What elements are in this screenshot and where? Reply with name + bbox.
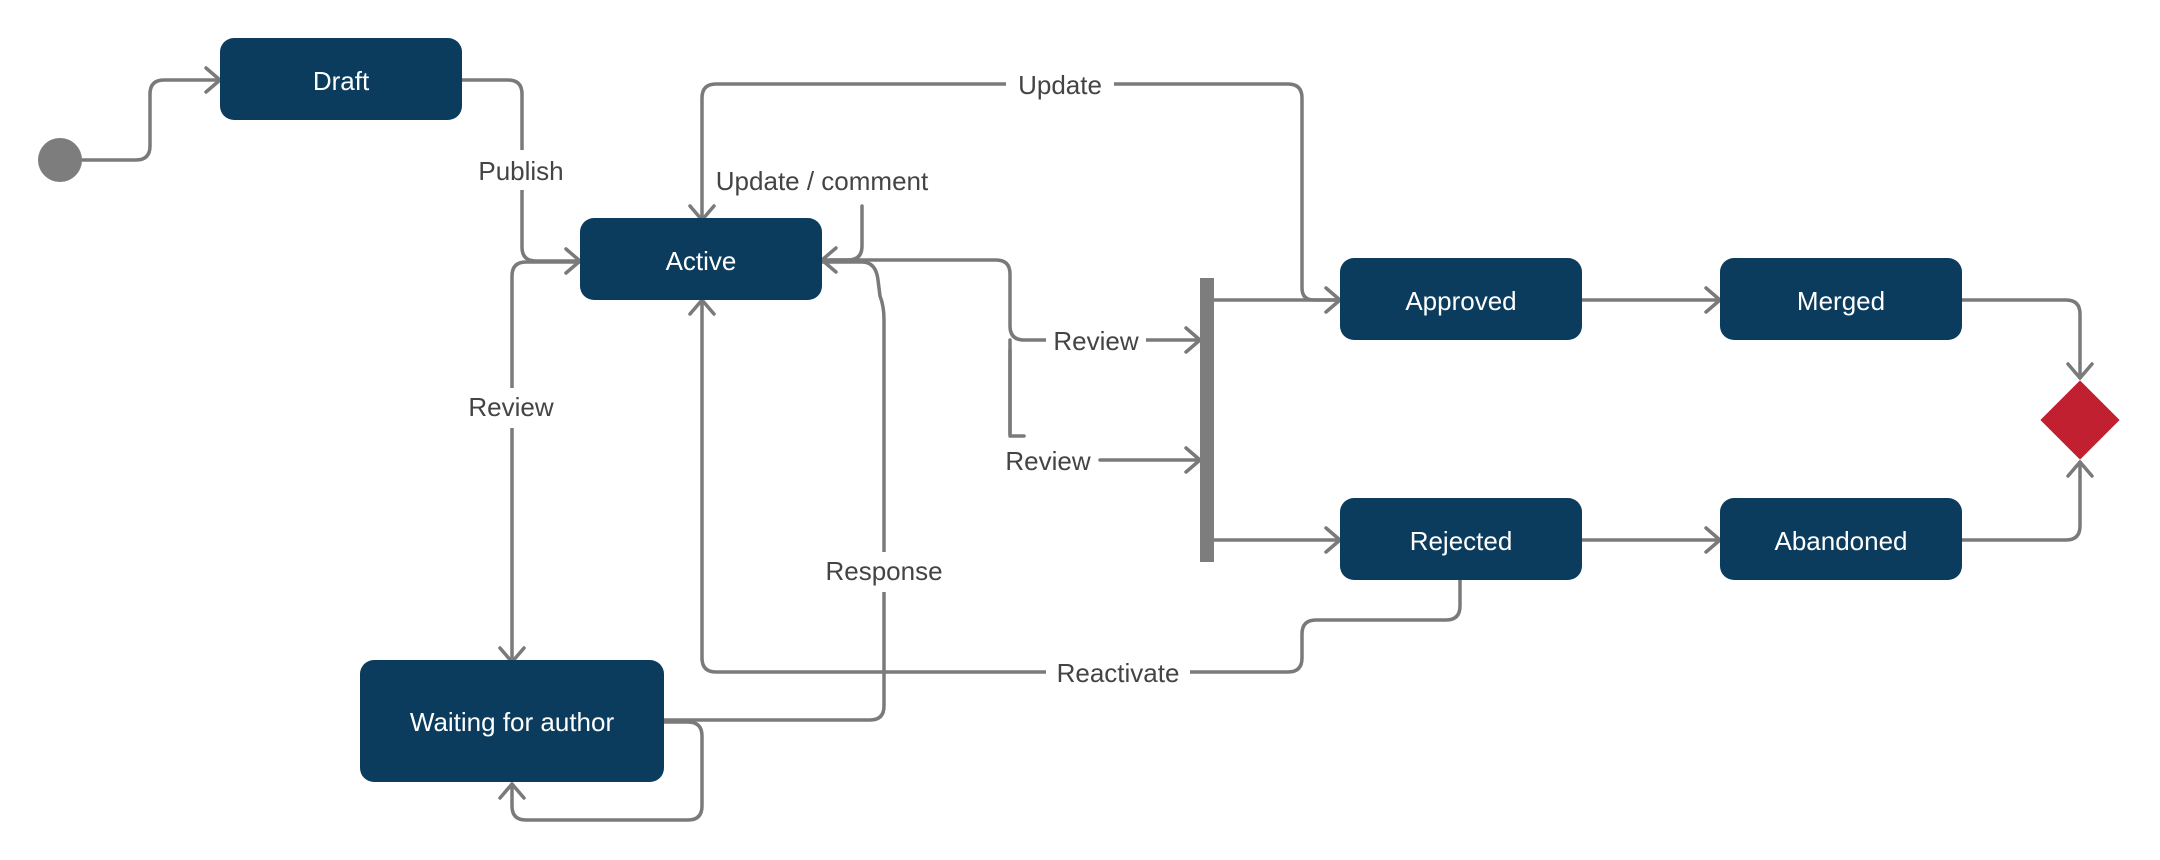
label-reactivate: Reactivate: [1057, 658, 1180, 688]
state-abandoned[interactable]: Abandoned: [1720, 498, 1962, 580]
arrowhead-abandoned-to-decision: [2066, 460, 2094, 478]
state-active[interactable]: Active: [580, 218, 822, 300]
label-publish: Publish: [478, 156, 563, 186]
edge-reactivate: [700, 298, 1462, 674]
edge-active-to-fork-1: [828, 258, 1202, 342]
label-response: Response: [825, 556, 942, 586]
edge-active-to-fork-2: [1008, 338, 1026, 438]
state-merged-label: Merged: [1797, 286, 1885, 316]
arrowhead-merged-to-decision: [2066, 362, 2094, 380]
edge-abandoned-to-decision: [1960, 460, 2082, 542]
state-rejected-label: Rejected: [1410, 526, 1513, 556]
state-waiting-for-author[interactable]: Waiting for author: [360, 660, 664, 782]
label-update-comment: Update / comment: [716, 166, 929, 196]
state-approved-label: Approved: [1405, 286, 1516, 316]
label-update: Update: [1018, 70, 1102, 100]
state-waiting-label: Waiting for author: [410, 707, 615, 737]
decision-node: [2040, 380, 2120, 460]
label-review-to-waiting: Review: [468, 392, 553, 422]
edge-waiting-self-loop: [510, 720, 704, 822]
label-review-to-fork-1: Review: [1053, 326, 1138, 356]
state-active-label: Active: [666, 246, 737, 276]
state-approved[interactable]: Approved: [1340, 258, 1582, 340]
initial-node: [38, 138, 82, 182]
state-draft-label: Draft: [313, 66, 370, 96]
state-rejected[interactable]: Rejected: [1340, 498, 1582, 580]
state-merged[interactable]: Merged: [1720, 258, 1962, 340]
arrowhead-waiting-self-loop: [498, 782, 526, 800]
edge-update-top: [700, 82, 1342, 302]
edge-initial-to-draft: [58, 78, 222, 162]
edge-merged-to-decision: [1960, 298, 2082, 380]
fork-bar: [1200, 278, 1214, 562]
label-review-to-fork-2: Review: [1005, 446, 1090, 476]
edge-update-comment: [820, 204, 864, 262]
state-draft[interactable]: Draft: [220, 38, 462, 120]
edge-active-to-waiting: [510, 260, 582, 664]
state-abandoned-label: Abandoned: [1774, 526, 1907, 556]
edge-waiting-to-active: [662, 260, 886, 722]
